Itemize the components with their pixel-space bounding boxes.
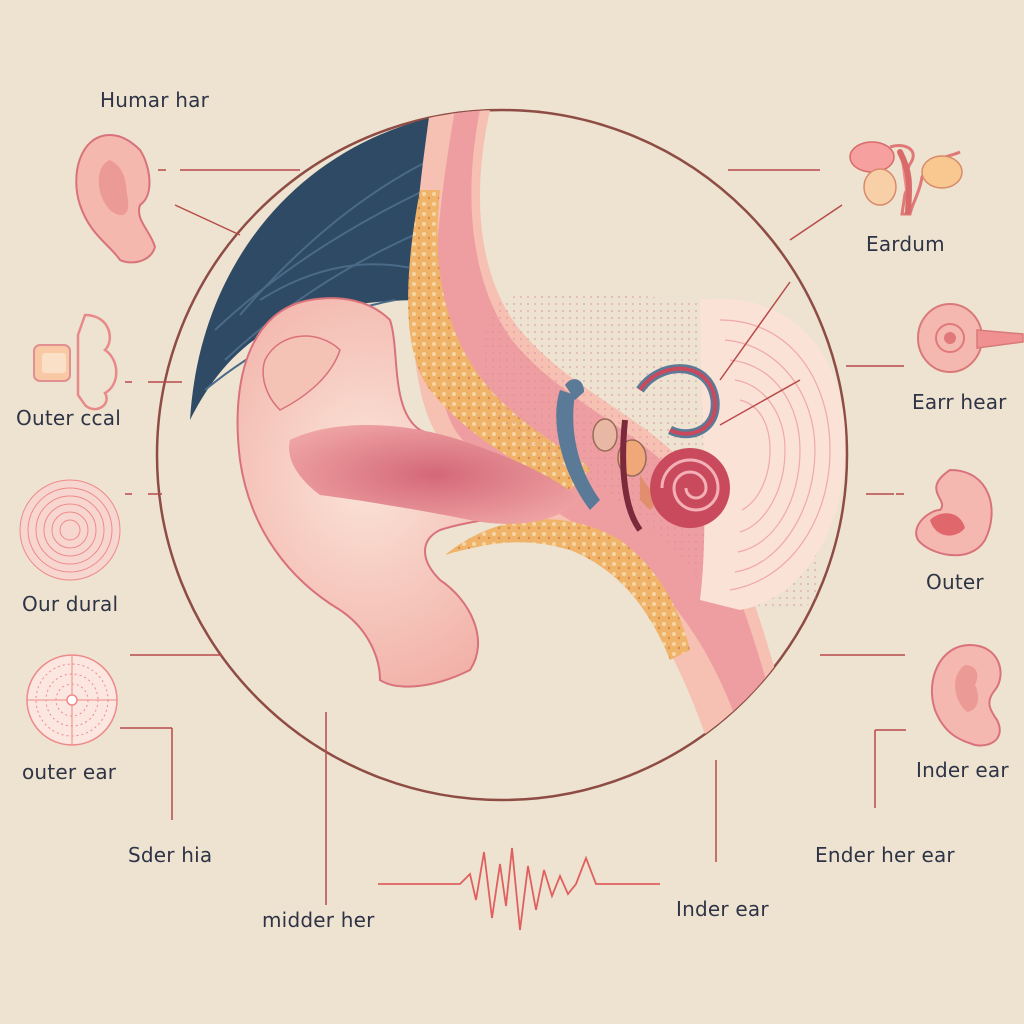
- ear-canal-icon: [33, 313, 118, 411]
- bone-lower: [445, 519, 690, 660]
- label-sder-hia: Sder hia: [128, 843, 213, 867]
- pointer-line-inner-2: [719, 379, 801, 426]
- label-inder-ear-right: Inder ear: [916, 758, 1009, 782]
- ear-canal: [289, 425, 580, 524]
- label-inder-ear-bottom: Inder ear: [676, 897, 769, 921]
- ear-lobe-icon: [915, 468, 993, 557]
- sound-ring-icon: [19, 479, 121, 581]
- hair-shape: [190, 118, 440, 420]
- dotted-disc-icon: [26, 654, 118, 746]
- label-eardum: Eardum: [866, 232, 945, 256]
- label-midder-her: midder her: [262, 908, 375, 932]
- pointer-line-inner: [719, 281, 791, 381]
- label-outer: Outer: [926, 570, 984, 594]
- temporal-bone: [408, 190, 590, 490]
- label-our-dural: Our dural: [22, 592, 119, 616]
- diagram-title: Humar har: [100, 88, 209, 112]
- uterus-like-icon: [849, 141, 963, 216]
- label-outer-ear: outer ear: [22, 760, 117, 784]
- cochlea: [620, 364, 730, 532]
- outer-ear-icon: [75, 133, 157, 264]
- leader-lines: [120, 169, 906, 905]
- inner-ear-region: [700, 298, 846, 610]
- label-ender-her-ear: Ender her ear: [815, 843, 955, 867]
- sound-wave-icon: [378, 847, 660, 931]
- label-earr-hear: Earr hear: [912, 390, 1007, 414]
- eardrum-cone-icon: [917, 303, 1024, 373]
- label-outer-ccal: Outer ccal: [16, 406, 121, 430]
- ear-icon: [930, 643, 1002, 747]
- concha-fold: [262, 335, 341, 411]
